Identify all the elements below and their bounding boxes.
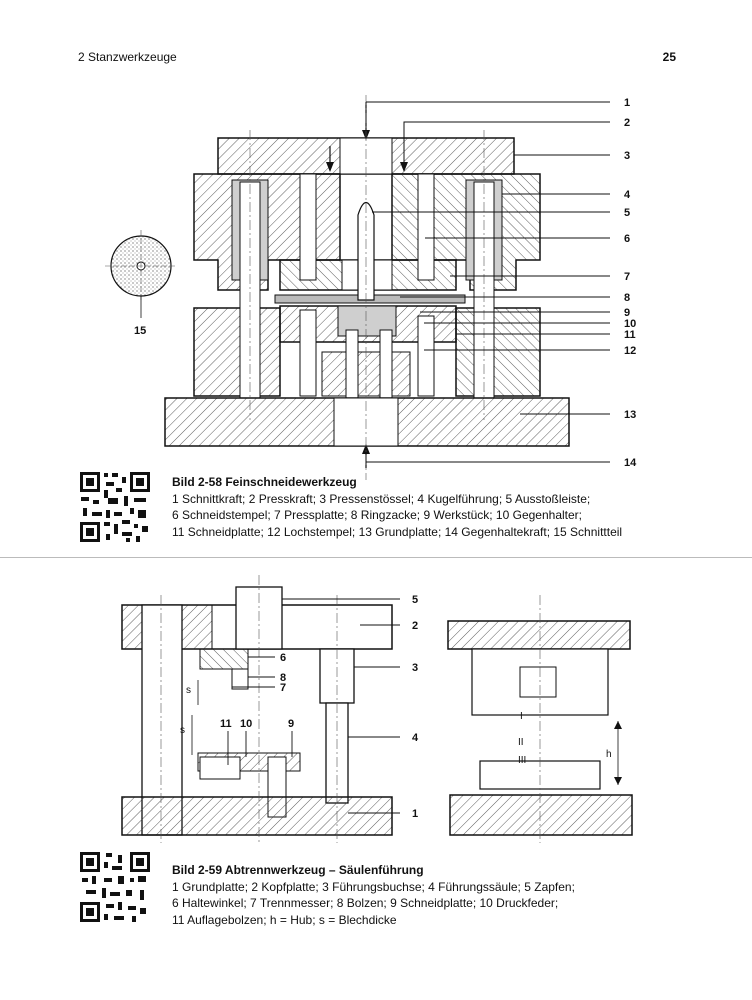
roman-2: II xyxy=(518,737,524,748)
base-plate-2 xyxy=(121,796,393,836)
callout-11: 11 xyxy=(624,329,636,341)
running-header-chapter: 2 Stanzwerkzeuge xyxy=(78,50,177,64)
figure-2-caption-title: Bild 2-59 Abtrennwerkzeug – Säulenführun… xyxy=(172,863,424,877)
figure-abtrennwerkzeug: s s h I II III 5 2 3 4 1 6 8 7 11 10 9 xyxy=(121,575,633,843)
callout-2-3: 3 xyxy=(412,662,418,674)
qr-code-1[interactable] xyxy=(78,470,152,544)
callout-8: 8 xyxy=(624,292,630,304)
callout-10: 10 xyxy=(624,318,636,330)
qr-code-2[interactable] xyxy=(78,850,152,924)
callout-2: 2 xyxy=(624,117,630,129)
figure-2-caption: Bild 2-59 Abtrennwerkzeug – Säulenführun… xyxy=(172,862,575,928)
callout-6: 6 xyxy=(624,233,630,245)
figure-1-caption-line: 1 Schnittkraft; 2 Presskraft; 3 Pressens… xyxy=(172,491,591,506)
page-number: 25 xyxy=(662,50,676,64)
figure-2-caption-line: 6 Haltewinkel; 7 Trennmesser; 8 Bolzen; … xyxy=(172,896,559,910)
figure-2-caption-line: 1 Grundplatte; 2 Kopfplatte; 3 Führungsb… xyxy=(172,879,575,894)
callout-2-2: 2 xyxy=(412,620,418,632)
lower-die-body xyxy=(193,307,281,397)
callout-2-5: 5 xyxy=(412,594,418,606)
callout-2-1: 1 xyxy=(412,808,418,820)
dim-s-1: s xyxy=(186,685,191,696)
callout-15: 15 xyxy=(134,325,146,337)
callout-2-9: 9 xyxy=(288,718,294,730)
figure-2-caption-line: 11 Auflagebolzen; h = Hub; s = Blechdick… xyxy=(172,912,397,927)
callout-5: 5 xyxy=(624,207,630,219)
callout-1: 1 xyxy=(624,97,630,109)
figure-1-caption-line: 6 Schneidstempel; 7 Pressplatte; 8 Ringz… xyxy=(172,508,582,522)
callout-13: 13 xyxy=(624,409,636,421)
callout-4: 4 xyxy=(624,189,631,201)
callout-2-4: 4 xyxy=(412,732,419,744)
callout-3: 3 xyxy=(624,150,630,162)
dim-s-2: s xyxy=(180,725,185,736)
figure-feinschneidewerkzeug: 1 2 3 4 5 6 7 8 9 10 11 12 13 14 15 xyxy=(105,95,637,480)
callout-2-8: 8 xyxy=(280,672,286,684)
figure-1-caption-line: 11 Schneidplatte; 12 Lochstempel; 13 Gru… xyxy=(172,524,623,539)
callout-12: 12 xyxy=(624,345,636,357)
roman-1: I xyxy=(520,711,523,722)
section-divider xyxy=(0,557,752,558)
callout-14: 14 xyxy=(624,457,637,469)
callout-2-6: 6 xyxy=(280,652,286,664)
figure-1-caption: Bild 2-58 Feinschneidewerkzeug 1 Schnitt… xyxy=(172,474,622,540)
callout-2-7: 7 xyxy=(280,682,286,694)
callout-7: 7 xyxy=(624,271,630,283)
roman-3: III xyxy=(518,755,526,766)
figure-1-caption-title: Bild 2-58 Feinschneidewerkzeug xyxy=(172,475,357,489)
dim-h: h xyxy=(606,749,612,760)
callout-2-11: 11 xyxy=(220,718,232,730)
callout-9: 9 xyxy=(624,307,630,319)
callout-2-10: 10 xyxy=(240,718,252,730)
